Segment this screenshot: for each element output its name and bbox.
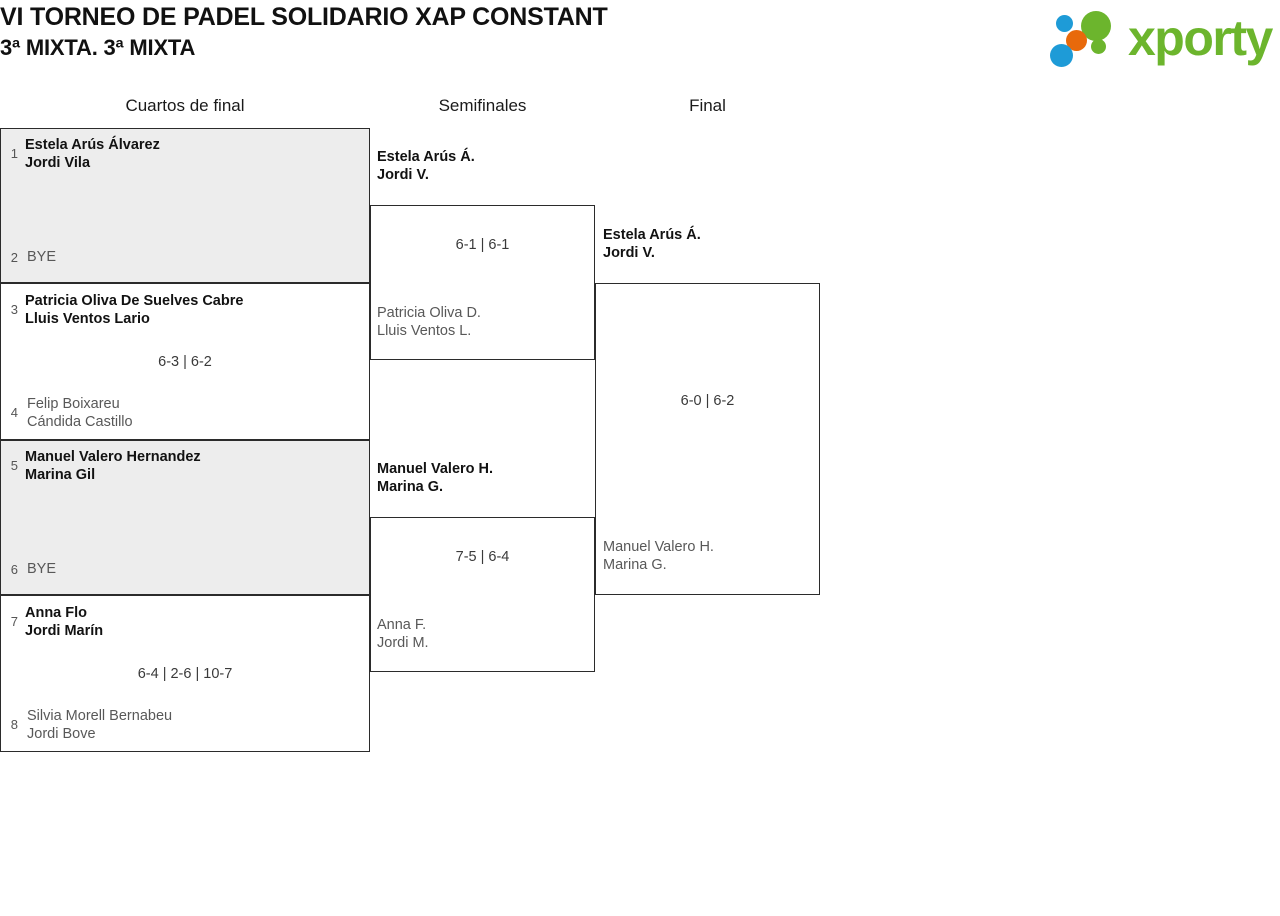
logo-dot-blue-small xyxy=(1056,15,1073,32)
round-header-semifinals: Semifinales xyxy=(438,96,527,115)
seed-number-5: 5 xyxy=(10,458,18,473)
round-header-quarterfinals: Cuartos de final xyxy=(125,96,245,115)
team-sf2-bottom-line1: Anna F. xyxy=(377,617,427,633)
team-sf2-top[interactable]: Manuel Valero H. Marina G. xyxy=(377,460,493,496)
match-box-sf2[interactable] xyxy=(370,517,595,672)
match-box-qf1[interactable] xyxy=(0,128,370,283)
logo-dot-blue-large xyxy=(1050,44,1073,67)
match-box-final[interactable] xyxy=(595,283,820,595)
seed-number-7: 7 xyxy=(10,614,18,629)
team-qf1-top-line2: Jordi Vila xyxy=(25,155,91,171)
score-qf2: 6-3 | 6-2 xyxy=(158,354,212,370)
team-final-winner[interactable]: Estela Arús Á. Jordi V. xyxy=(603,226,701,262)
logo-wordmark: xporty xyxy=(1128,10,1273,66)
team-sf1-top[interactable]: Estela Arús Á. Jordi V. xyxy=(377,148,475,184)
team-qf1-top-line1: Estela Arús Álvarez xyxy=(25,137,160,153)
team-sf2-top-line2: Marina G. xyxy=(377,479,444,495)
team-qf3-top-line1: Manuel Valero Hernandez xyxy=(25,449,201,465)
round-header-final: Final xyxy=(689,96,726,115)
team-sf1-bottom-line1: Patricia Oliva D. xyxy=(377,305,481,321)
team-sf2-bottom[interactable]: Anna F. Jordi M. xyxy=(377,616,429,652)
team-qf2-bottom[interactable]: Felip Boixareu Cándida Castillo xyxy=(27,395,133,431)
team-sf1-top-line1: Estela Arús Á. xyxy=(377,149,475,165)
match-box-qf4[interactable] xyxy=(0,595,370,752)
team-qf3-top[interactable]: Manuel Valero Hernandez Marina Gil xyxy=(25,448,201,484)
team-sf2-top-line1: Manuel Valero H. xyxy=(377,461,494,477)
team-final-runnerup-line1: Manuel Valero H. xyxy=(603,539,714,555)
team-qf4-bottom-line2: Jordi Bove xyxy=(27,726,96,742)
team-qf2-top-line2: Lluis Ventos Lario xyxy=(25,311,150,327)
team-sf1-bottom-line2: Lluis Ventos L. xyxy=(377,323,472,339)
team-final-winner-line2: Jordi V. xyxy=(603,245,655,261)
team-final-runnerup-line2: Marina G. xyxy=(603,557,667,573)
team-qf2-bottom-line2: Cándida Castillo xyxy=(27,414,133,430)
match-box-qf3[interactable] xyxy=(0,440,370,595)
match-box-sf1[interactable] xyxy=(370,205,595,360)
team-final-runnerup[interactable]: Manuel Valero H. Marina G. xyxy=(603,538,714,574)
team-qf4-top-line1: Anna Flo xyxy=(25,605,88,621)
team-qf3-bottom: BYE xyxy=(27,561,57,577)
team-qf2-top[interactable]: Patricia Oliva De Suelves Cabre Lluis Ve… xyxy=(25,292,243,328)
team-sf2-bottom-line2: Jordi M. xyxy=(377,635,429,651)
team-sf1-top-line2: Jordi V. xyxy=(377,167,429,183)
score-sf1: 6-1 | 6-1 xyxy=(455,237,510,253)
page-subtitle: 3ª MIXTA. 3ª MIXTA xyxy=(0,35,196,60)
score-final: 6-0 | 6-2 xyxy=(680,393,735,409)
team-qf4-bottom[interactable]: Silvia Morell Bernabeu Jordi Bove xyxy=(27,707,172,743)
team-qf3-top-line2: Marina Gil xyxy=(25,467,96,483)
team-qf2-top-line1: Patricia Oliva De Suelves Cabre xyxy=(25,293,244,309)
team-qf4-top-line2: Jordi Marín xyxy=(25,623,104,639)
team-qf2-bottom-line1: Felip Boixareu xyxy=(27,396,120,412)
seed-number-2: 2 xyxy=(10,250,18,265)
team-qf4-top[interactable]: Anna Flo Jordi Marín xyxy=(25,604,103,640)
team-qf1-bottom: BYE xyxy=(27,249,57,265)
team-final-winner-line1: Estela Arús Á. xyxy=(603,227,701,243)
seed-number-1: 1 xyxy=(10,146,18,161)
xporty-logo[interactable]: xporty xyxy=(1042,6,1274,68)
logo-dot-orange xyxy=(1066,30,1087,51)
tournament-title-block: VI TORNEO DE PADEL SOLIDARIO XAP CONSTAN… xyxy=(0,2,608,62)
match-box-qf2[interactable] xyxy=(0,283,370,440)
score-qf4: 6-4 | 2-6 | 10-7 xyxy=(137,666,233,682)
page-title: VI TORNEO DE PADEL SOLIDARIO XAP CONSTAN… xyxy=(0,3,608,31)
team-sf1-bottom[interactable]: Patricia Oliva D. Lluis Ventos L. xyxy=(377,304,481,340)
seed-number-4: 4 xyxy=(10,405,18,420)
team-qf4-bottom-line1: Silvia Morell Bernabeu xyxy=(27,708,173,724)
seed-number-3: 3 xyxy=(10,302,18,317)
seed-number-8: 8 xyxy=(10,717,18,732)
logo-dot-green-small xyxy=(1091,39,1106,54)
logo-dots-icon xyxy=(1050,11,1128,67)
seed-number-6: 6 xyxy=(10,562,18,577)
team-qf1-top[interactable]: Estela Arús Álvarez Jordi Vila xyxy=(25,136,160,172)
score-sf2: 7-5 | 6-4 xyxy=(455,549,510,565)
